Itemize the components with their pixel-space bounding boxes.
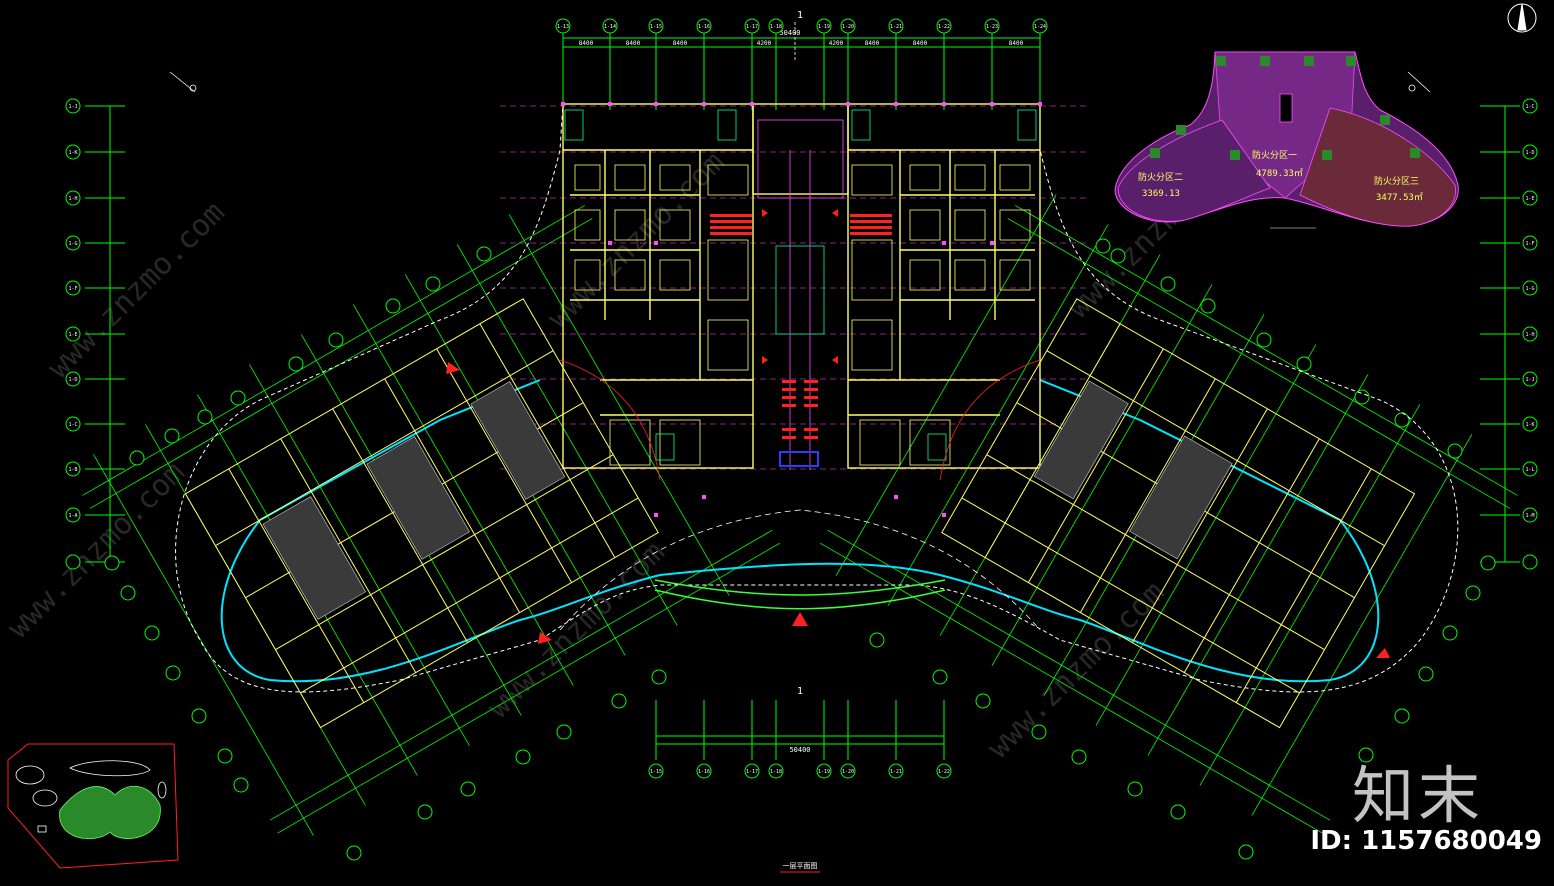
top-dimension-chain: [562, 30, 1041, 110]
watermark-brand: 知末: [1351, 759, 1484, 832]
svg-text:8400: 8400: [913, 40, 928, 47]
left-axis-label: 1-K: [68, 150, 77, 156]
svg-text:4200: 4200: [757, 40, 772, 47]
zone2-label: 防火分区二: [1138, 171, 1183, 183]
top-axis-label: 1-21: [890, 24, 902, 30]
right-axis-label: 1-M: [1525, 513, 1534, 519]
top-axis-bubbles: [555, 18, 1048, 34]
right-axis-label: 1-L: [1525, 467, 1534, 473]
north-arrow-icon: [1507, 3, 1537, 33]
top-axis-label: 1-19: [818, 24, 830, 30]
right-axis-label: 1-H: [1525, 332, 1534, 338]
bottom-axis-label: 1-16: [698, 769, 710, 775]
top-total-dimension: 50400: [779, 29, 800, 37]
blue-reception-box: [779, 451, 819, 467]
left-axis-bubbles: [65, 98, 81, 570]
central-atrium: [757, 119, 844, 470]
stairs: [564, 109, 1037, 461]
svg-text:8400: 8400: [626, 40, 641, 47]
top-axis-label: 1-24: [1034, 24, 1046, 30]
grid-reference-markers: [169, 71, 1431, 93]
bottom-axis-label: 1-22: [938, 769, 950, 775]
zone2-area: 3369.13: [1142, 189, 1180, 199]
bottom-axis-label: 1-20: [842, 769, 854, 775]
right-axis-label: 1-K: [1525, 422, 1534, 428]
red-arcs: [559, 359, 1041, 631]
top-axis-label: 1-18: [770, 24, 782, 30]
right-axis-label: 1-C: [1525, 104, 1534, 110]
bottom-dimension-chain: [655, 700, 945, 760]
left-axis-label: 1-C: [68, 422, 77, 428]
bottom-axis-label: 1-17: [746, 769, 758, 775]
left-axis-label: 1-J: [68, 104, 77, 110]
right-wing-courtyards: [1033, 380, 1233, 560]
section-mark-bottom: 1: [797, 686, 803, 697]
svg-text:8400: 8400: [673, 40, 688, 47]
top-axis-label: 1-15: [650, 24, 662, 30]
bottom-axis-label: 1-21: [890, 769, 902, 775]
svg-text:8400: 8400: [1009, 40, 1024, 47]
entrance-markers: [446, 209, 1390, 658]
right-axis-label: 1-D: [1525, 150, 1534, 156]
bottom-axis-bubbles: [648, 763, 952, 779]
top-axis-label: 1-20: [842, 24, 854, 30]
plan-title: 一层平面图: [783, 862, 818, 870]
left-axis-label: 1-D: [68, 377, 77, 383]
bottom-axis-label: 1-18: [770, 769, 782, 775]
section-mark-top: 1: [797, 10, 803, 21]
right-axis-label: 1-F: [1525, 241, 1534, 247]
top-axis-label: 1-13: [557, 24, 569, 30]
red-seats: [710, 214, 892, 439]
left-axis-label: 1-E: [68, 332, 77, 338]
svg-text:4200: 4200: [829, 40, 844, 47]
left-wing-bubbles: [104, 246, 667, 861]
right-axis-label: 1-J: [1525, 377, 1534, 383]
bottom-total-dimension: 50400: [789, 746, 810, 754]
zone1-label: 防火分区一: [1252, 149, 1297, 161]
bottom-axis-label: 1-19: [818, 769, 830, 775]
zone1-area: 4789.33㎡: [1256, 168, 1303, 179]
top-axis-label: 1-22: [938, 24, 950, 30]
right-wing-bubbles: [869, 238, 1496, 860]
left-axis-label: 1-G: [68, 241, 77, 247]
zone3-label: 防火分区三: [1374, 175, 1419, 187]
left-axis-label: 1-B: [68, 467, 77, 473]
top-axis-label: 1-14: [604, 24, 616, 30]
cyan-perimeter: [220, 379, 1380, 683]
left-axis-label: 1-H: [68, 196, 77, 202]
site-plan-inset: [7, 743, 179, 869]
top-axis-label: 1-17: [746, 24, 758, 30]
right-wing-grid: [819, 194, 1518, 834]
right-vertical-chain: [1480, 105, 1520, 563]
svg-text:8400: 8400: [579, 40, 594, 47]
fire-zones-inset: 防火分区一 4789.33㎡ 防火分区二 3369.13 防火分区三 3477.…: [1114, 51, 1459, 229]
left-axis-label: 1-A: [68, 513, 77, 519]
bottom-axis-label: 1-15: [650, 769, 662, 775]
right-axis-bubbles: [1522, 98, 1538, 570]
green-curve: [654, 579, 946, 610]
left-wing-courtyards: [262, 381, 566, 620]
structural-columns: [561, 102, 1042, 517]
top-segment-labels: 8400 8400 8400 4200 4200 8400 8400 8400: [579, 40, 1024, 47]
top-axis-label: 1-16: [698, 24, 710, 30]
left-axis-label: 1-F: [68, 286, 77, 292]
right-axis-label: 1-E: [1525, 196, 1534, 202]
svg-text:8400: 8400: [865, 40, 880, 47]
zone3-area: 3477.53㎡: [1376, 192, 1423, 203]
watermark-id: ID: 1157680049: [1310, 826, 1542, 856]
right-axis-label: 1-G: [1525, 286, 1534, 292]
top-axis-label: 1-23: [986, 24, 998, 30]
